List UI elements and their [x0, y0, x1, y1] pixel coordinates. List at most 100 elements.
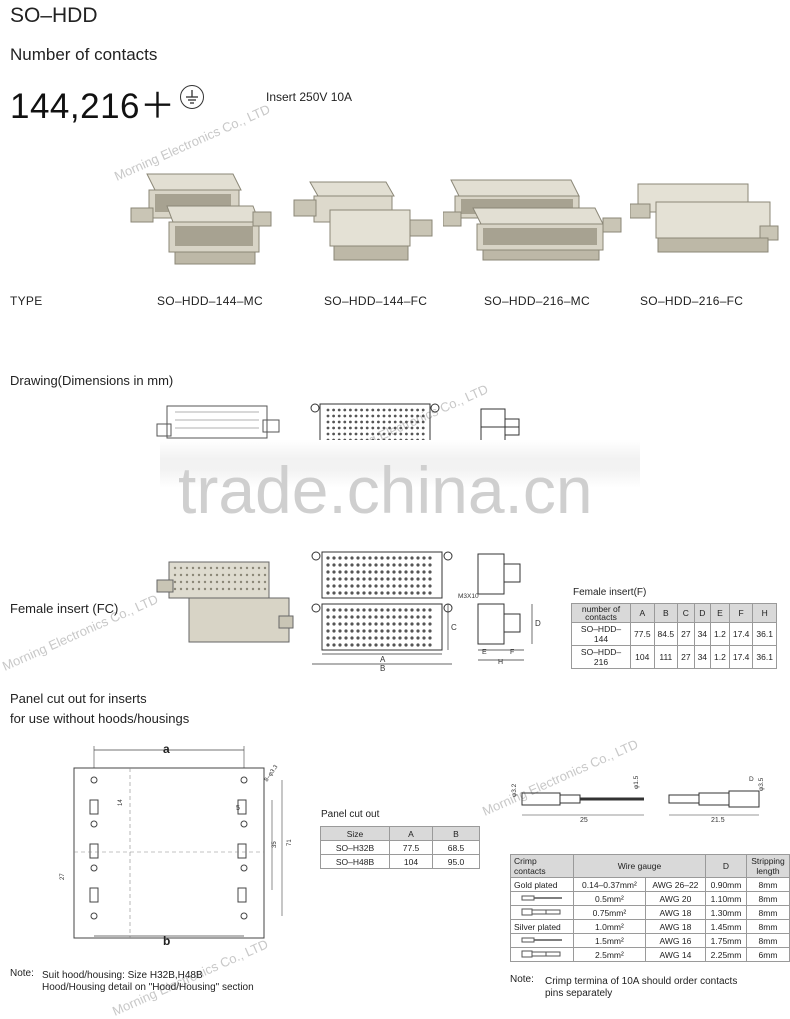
contact-hole: [392, 556, 396, 560]
contact-hole: [410, 629, 414, 633]
table-cell: SO–H48B: [320, 854, 390, 869]
table-cell: 1.2: [710, 645, 730, 669]
contact-hole: [233, 566, 237, 570]
contact-hole: [416, 570, 420, 574]
contact-hole: [173, 566, 177, 570]
contact-hole: [326, 570, 330, 574]
contact-hole: [365, 426, 369, 430]
contact-hole: [185, 573, 189, 577]
contact-hole: [356, 584, 360, 588]
contact-hole: [337, 426, 341, 430]
female-insert-label: Female insert (FC): [10, 601, 119, 616]
contact-hole: [233, 580, 237, 584]
contact-hole: [191, 580, 195, 584]
contact-hole: [368, 643, 372, 647]
male-contact-drawing: φ3.2 φ1.5 25: [511, 775, 644, 824]
contact-hole: [209, 566, 213, 570]
contact-hole: [251, 573, 255, 577]
contact-hole: [374, 615, 378, 619]
contact-socket-icon: [510, 905, 574, 920]
insert-rating: Insert 250V 10A: [266, 90, 353, 104]
contact-hole: [374, 563, 378, 567]
contact-hole: [410, 556, 414, 560]
contact-hole: [368, 608, 372, 612]
contact-hole: [428, 636, 432, 640]
dim-35: 35: [272, 841, 278, 848]
dim-a: A: [380, 655, 386, 664]
contact-hole: [410, 622, 414, 626]
contact-pin-icon: [510, 933, 574, 948]
table-cell: 8mm: [746, 905, 790, 920]
contact-hole: [349, 432, 352, 436]
panel-cutout-drawing: a b 8–φ3.3 14 5 35 71 27: [60, 742, 293, 948]
contact-hole: [362, 584, 366, 588]
contact-hole: [337, 420, 341, 424]
col-header: B: [653, 603, 679, 623]
contact-hole: [332, 414, 335, 418]
contact-hole: [398, 636, 402, 640]
contact-hole: [338, 577, 342, 581]
contact-hole: [404, 570, 408, 574]
contact-hole: [410, 563, 414, 567]
contact-hole: [245, 587, 249, 591]
contact-hole: [356, 570, 360, 574]
contact-hole: [350, 584, 354, 588]
contact-hole: [362, 622, 366, 626]
contact-hole: [338, 591, 342, 595]
contact-hole: [326, 584, 330, 588]
table-cell: 1.2: [710, 622, 730, 646]
table-row: 0.75mm² AWG 18 1.30mm 8mm: [510, 905, 790, 920]
contact-hole: [203, 587, 207, 591]
col-header: Stripping length: [746, 854, 790, 878]
contact-hole: [368, 570, 372, 574]
table-row: 1.5mm² AWG 16 1.75mm 8mm: [510, 933, 790, 948]
table-cell: 0.75mm²: [573, 905, 646, 920]
contact-hole: [239, 566, 243, 570]
table-cell: AWG 26–22: [644, 877, 707, 892]
table-cell: 1.5mm²: [573, 933, 646, 948]
contact-hole: [377, 432, 380, 436]
contact-hole: [365, 414, 369, 418]
contact-hole: [416, 591, 420, 595]
contact-hole: [380, 615, 384, 619]
contact-hole: [428, 629, 432, 633]
contact-hole: [257, 580, 261, 584]
contact-hole: [338, 584, 342, 588]
contact-hole: [386, 622, 390, 626]
contact-hole: [344, 556, 348, 560]
contact-hole: [350, 563, 354, 567]
dim-5: 5: [236, 805, 240, 812]
contact-hole: [326, 629, 330, 633]
contact-hole: [422, 584, 426, 588]
dim-holes: 8–φ3.3: [264, 764, 280, 783]
contact-hole: [398, 584, 402, 588]
contact-hole: [338, 615, 342, 619]
contact-hole: [221, 566, 225, 570]
contact-hole: [349, 408, 352, 412]
contact-hole: [337, 414, 341, 418]
contact-hole: [251, 566, 255, 570]
contact-hole: [368, 577, 372, 581]
female-insert-front-drawing: A B C: [311, 551, 457, 672]
table-cell: 1.75mm: [705, 933, 747, 948]
contact-hole: [344, 622, 348, 626]
contact-hole: [344, 577, 348, 581]
contact-hole: [416, 584, 420, 588]
contact-hole: [349, 414, 352, 418]
contact-hole: [386, 584, 390, 588]
contact-hole: [410, 615, 414, 619]
contact-hole: [386, 643, 390, 647]
contact-hole: [227, 573, 231, 577]
female-insert-side-drawing: M3X10 D E F H: [458, 553, 541, 665]
contact-hole: [410, 584, 414, 588]
contact-hole: [416, 608, 420, 612]
contact-hole: [371, 426, 375, 430]
contact-hole: [386, 591, 390, 595]
contact-hole: [362, 608, 366, 612]
note-right-line2: pins separately: [545, 988, 613, 999]
contact-hole: [428, 563, 432, 567]
contact-hole: [239, 587, 243, 591]
contact-hole: [185, 566, 189, 570]
contact-hole: [362, 577, 366, 581]
contact-hole: [179, 580, 183, 584]
